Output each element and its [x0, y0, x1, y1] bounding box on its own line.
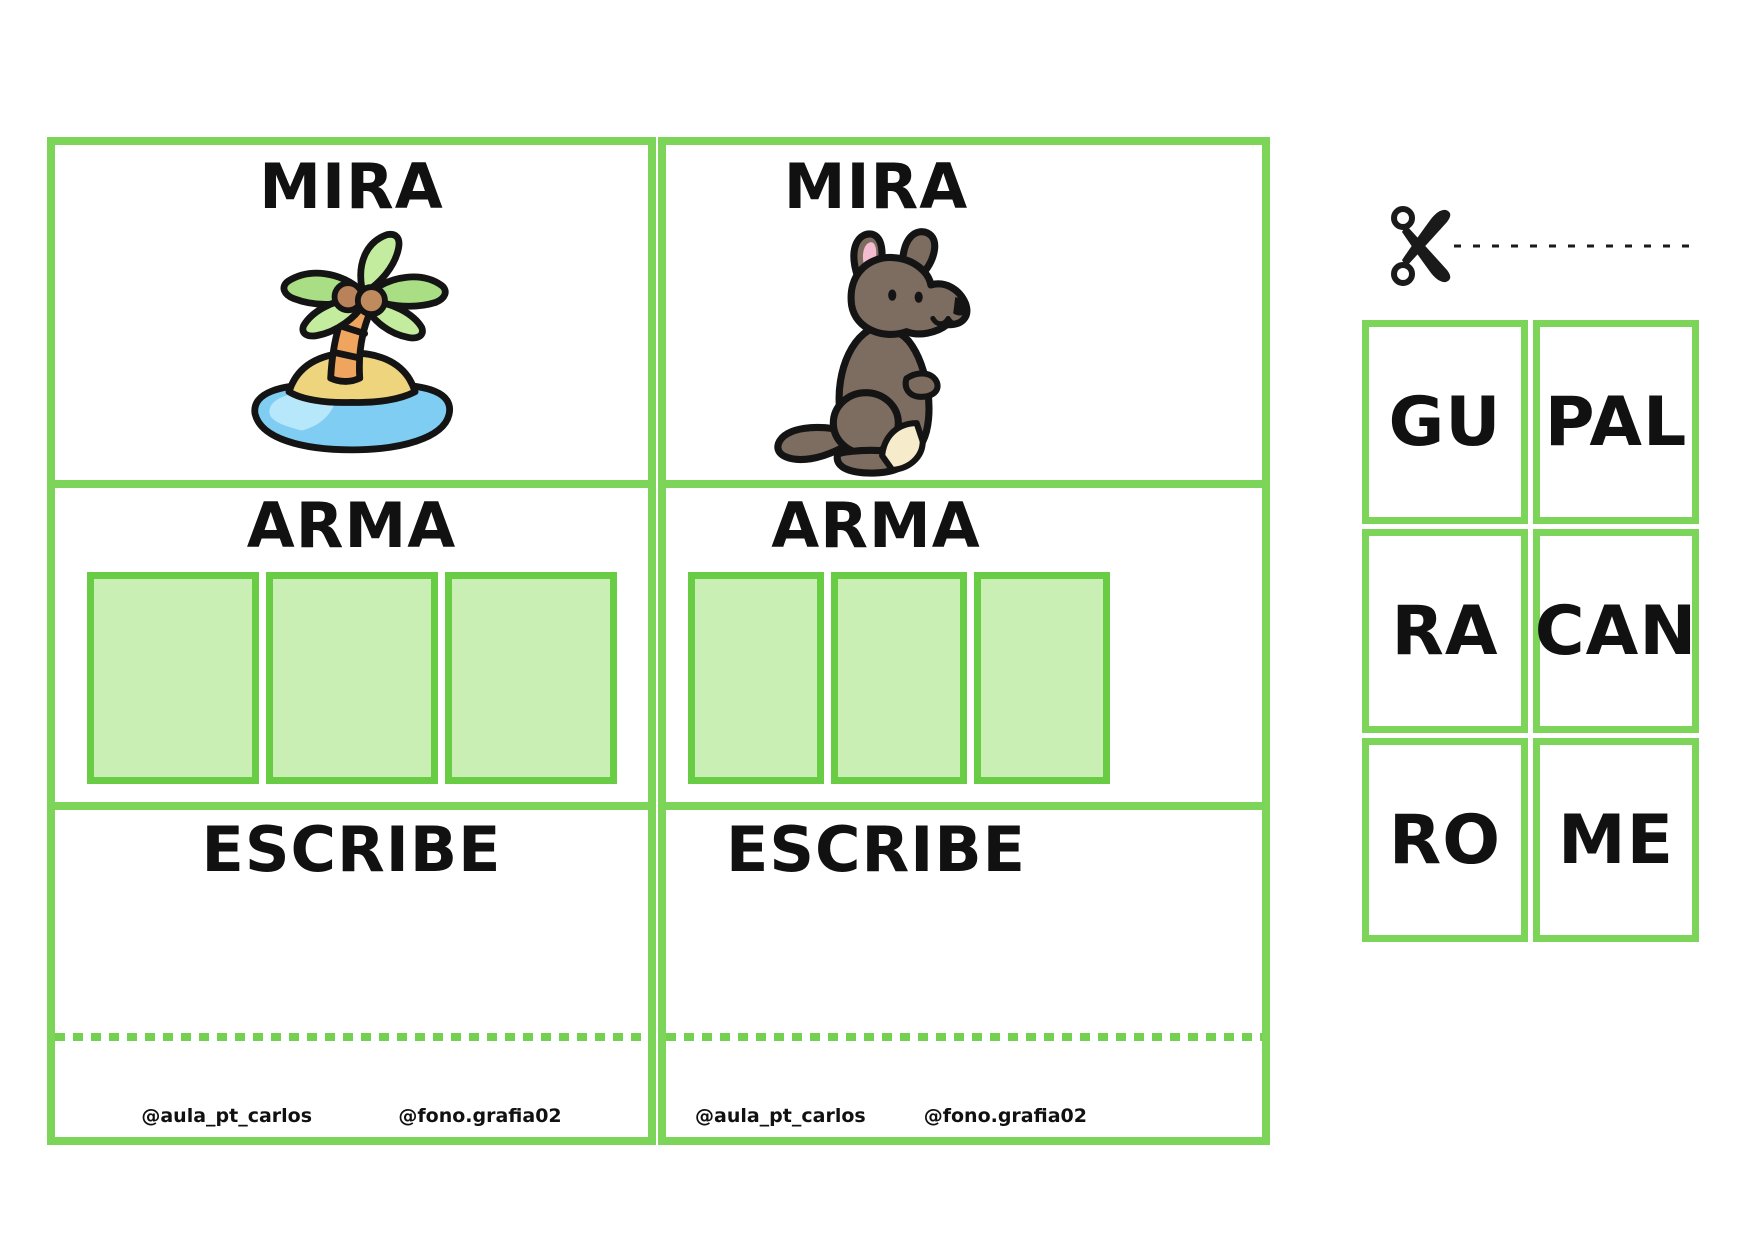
letter-box[interactable]	[688, 572, 824, 785]
build-title: ARMA	[771, 489, 981, 562]
letter-box[interactable]	[831, 572, 967, 785]
write-section: ESCRIBE @aula_pt_carlos @fono.grafia02	[55, 810, 648, 1137]
syllable-tile-gu[interactable]: GU	[1362, 320, 1528, 524]
letter-box[interactable]	[265, 572, 438, 785]
look-section: MIRA	[666, 145, 1262, 480]
letter-box-row	[688, 572, 1110, 785]
credit-handle: @aula_pt_carlos	[141, 1105, 313, 1127]
activity-card-palm-tree: MIRA	[47, 137, 656, 1145]
build-section: ARMA	[55, 480, 648, 810]
credits-row: @aula_pt_carlos @fono.grafia02	[55, 1041, 648, 1137]
syllable-tile-ro[interactable]: RO	[1362, 738, 1528, 942]
syllable-tile-pal[interactable]: PAL	[1533, 320, 1699, 524]
writing-area[interactable]	[55, 884, 648, 1033]
picture-area	[55, 221, 648, 480]
syllable-tile-grid: GU PAL RA CAN RO ME	[1362, 320, 1699, 942]
letter-box-row	[86, 572, 617, 785]
look-title: MIRA	[259, 150, 444, 223]
build-title: ARMA	[246, 489, 457, 562]
look-title: MIRA	[783, 150, 969, 223]
write-title: ESCRIBE	[726, 813, 1026, 886]
syllable-tile-can[interactable]: CAN	[1533, 529, 1699, 733]
credit-handle: @fono.grafia02	[398, 1105, 562, 1127]
credit-handle: @fono.grafia02	[923, 1105, 1087, 1127]
writing-area[interactable]	[666, 884, 1262, 1033]
look-section: MIRA	[55, 145, 648, 480]
write-section: ESCRIBE @aula_pt_carlos @fono.grafia02	[666, 810, 1262, 1137]
write-title: ESCRIBE	[201, 813, 502, 886]
fold-dotted-line	[666, 1033, 1262, 1041]
syllable-tile-me[interactable]: ME	[1533, 738, 1699, 942]
build-section: ARMA	[666, 480, 1262, 810]
fold-dotted-line	[55, 1033, 648, 1041]
activity-card-kangaroo: MIRA	[658, 137, 1270, 1145]
letter-box[interactable]	[974, 572, 1110, 785]
letter-box[interactable]	[444, 572, 617, 785]
kangaroo-image	[774, 227, 971, 477]
credit-handle: @aula_pt_carlos	[695, 1105, 866, 1127]
picture-area	[666, 221, 1086, 480]
cut-here-indicator	[1390, 204, 1696, 296]
letter-box[interactable]	[86, 572, 259, 785]
palm-tree-island-image	[251, 230, 453, 453]
credits-row: @aula_pt_carlos @fono.grafia02	[666, 1041, 1116, 1137]
scissors-icon	[1391, 206, 1451, 286]
syllable-tile-ra[interactable]: RA	[1362, 529, 1528, 733]
